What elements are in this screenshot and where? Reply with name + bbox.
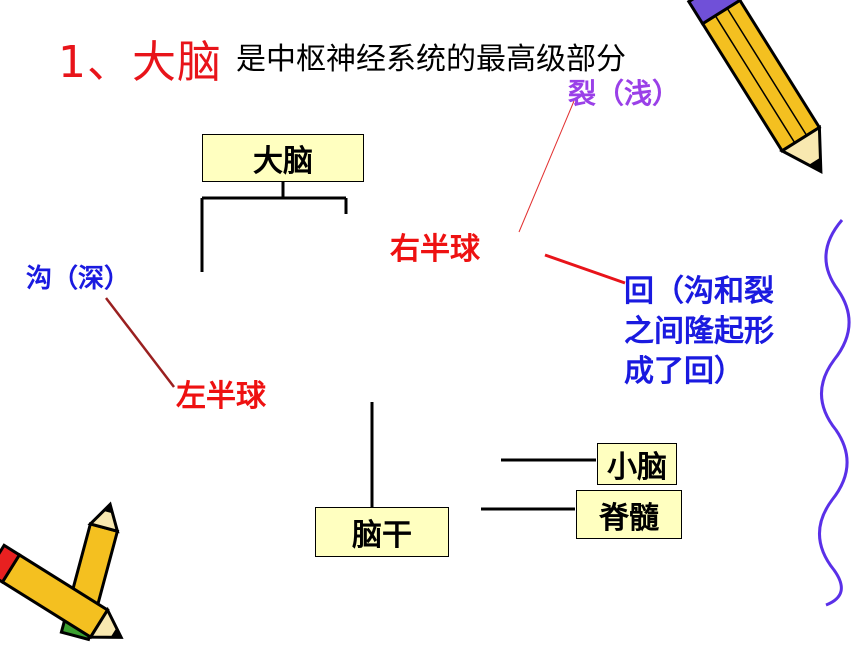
cerebrum-box: 大脑	[202, 134, 364, 182]
gyrus-label-line1: 回（沟和裂	[624, 274, 774, 309]
title-number: 1、大脑	[58, 37, 222, 88]
right-hemisphere-label: 右半球	[390, 232, 480, 267]
gyrus-label-line3: 成了回）	[624, 354, 744, 389]
pencil-icon	[686, 0, 823, 174]
left-hemisphere-label: 左半球	[176, 379, 266, 414]
sulcus-label: 沟（深）	[26, 264, 131, 294]
fissure-label: 裂（浅）	[568, 77, 681, 110]
gyrus-label: 回（沟和裂 之间隆起形 成了回）	[624, 272, 774, 392]
gyrus-label-line2: 之间隆起形	[624, 314, 774, 349]
brainstem-box: 脑干	[315, 507, 449, 557]
title-text: 是中枢神经系统的最高级部分	[236, 42, 626, 77]
cerebellum-box: 小脑	[597, 443, 677, 485]
spinal-cord-box: 脊髓	[576, 490, 682, 539]
wavy-border	[818, 219, 851, 607]
crossed-pencils-icon	[0, 501, 124, 642]
